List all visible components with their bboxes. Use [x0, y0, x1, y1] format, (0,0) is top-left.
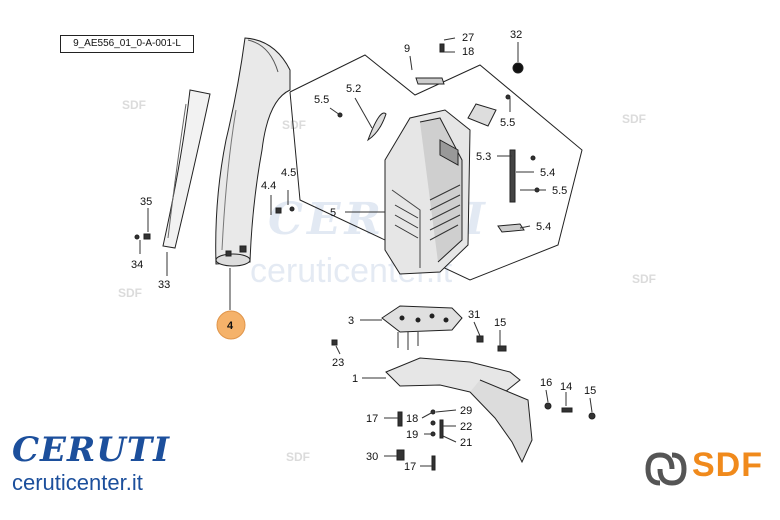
label-5-2: 5.2 — [346, 83, 361, 95]
leader-lines — [139, 37, 593, 467]
label-17: 17 — [404, 461, 416, 473]
watermark-sdf: SDF — [622, 112, 646, 126]
label-22: 22 — [460, 421, 472, 433]
sdf-logo-mark — [645, 452, 687, 486]
part-5-3 — [509, 149, 516, 203]
diagram-code: 9_AE556_01_0-A-001-L — [60, 35, 194, 53]
ceruti-logo-site: ceruticenter.it — [12, 470, 143, 495]
label-5-5: 5.5 — [552, 185, 567, 197]
label-5-5: 5.5 — [500, 117, 515, 129]
part-5-2 — [366, 112, 387, 142]
watermark-sdf: SDF — [286, 450, 310, 464]
label-5-5: 5.5 — [314, 94, 329, 106]
label-3: 3 — [348, 315, 354, 327]
watermark-sdf: SDF — [282, 118, 306, 132]
label-5: 5 — [330, 207, 336, 219]
watermark-sdf: SDF — [118, 286, 142, 300]
label-5-4: 5.4 — [536, 221, 551, 233]
label-34: 34 — [131, 259, 143, 271]
part-9 — [415, 77, 445, 85]
label-19: 19 — [406, 429, 418, 441]
callout-labels: 27 18 9 32 5.2 5.5 5.5 5.3 5.4 5.5 5 5.4… — [131, 29, 596, 473]
label-30: 30 — [366, 451, 378, 463]
part-4-tube — [215, 37, 291, 265]
watermark-sdf: SDF — [632, 272, 656, 286]
label-18: 18 — [406, 413, 418, 425]
part-1-base — [385, 357, 521, 393]
label-4-4: 4.4 — [261, 180, 276, 192]
ceruti-logo: CERUTI ceruticenter.it — [12, 432, 242, 496]
label-4-5: 4.5 — [281, 167, 296, 179]
label-16: 16 — [540, 377, 552, 389]
label-29: 29 — [460, 405, 472, 417]
label-4: 4 — [227, 320, 234, 332]
group-frame — [289, 54, 583, 281]
sdf-logo-text: SDF — [692, 446, 763, 484]
label-27: 27 — [462, 32, 474, 44]
label-5-3: 5.3 — [476, 151, 491, 163]
label-21: 21 — [460, 437, 472, 449]
label-18: 18 — [462, 46, 474, 58]
ceruti-logo-name: CERUTI — [12, 430, 171, 470]
label-5-4: 5.4 — [540, 167, 555, 179]
label-15: 15 — [494, 317, 506, 329]
label-31: 31 — [468, 309, 480, 321]
label-1: 1 — [352, 373, 358, 385]
part-5-5-cover — [467, 103, 497, 127]
label-33: 33 — [158, 279, 170, 291]
label-35: 35 — [140, 196, 152, 208]
label-23: 23 — [332, 357, 344, 369]
highlight-circle — [216, 310, 246, 340]
label-32: 32 — [510, 29, 522, 41]
part-33-strip — [162, 89, 211, 249]
label-9: 9 — [404, 43, 410, 55]
label-15: 15 — [584, 385, 596, 397]
label-14: 14 — [560, 381, 572, 393]
part-3-plate — [381, 305, 463, 333]
label-17: 17 — [366, 413, 378, 425]
watermark-sdf: SDF — [122, 98, 146, 112]
